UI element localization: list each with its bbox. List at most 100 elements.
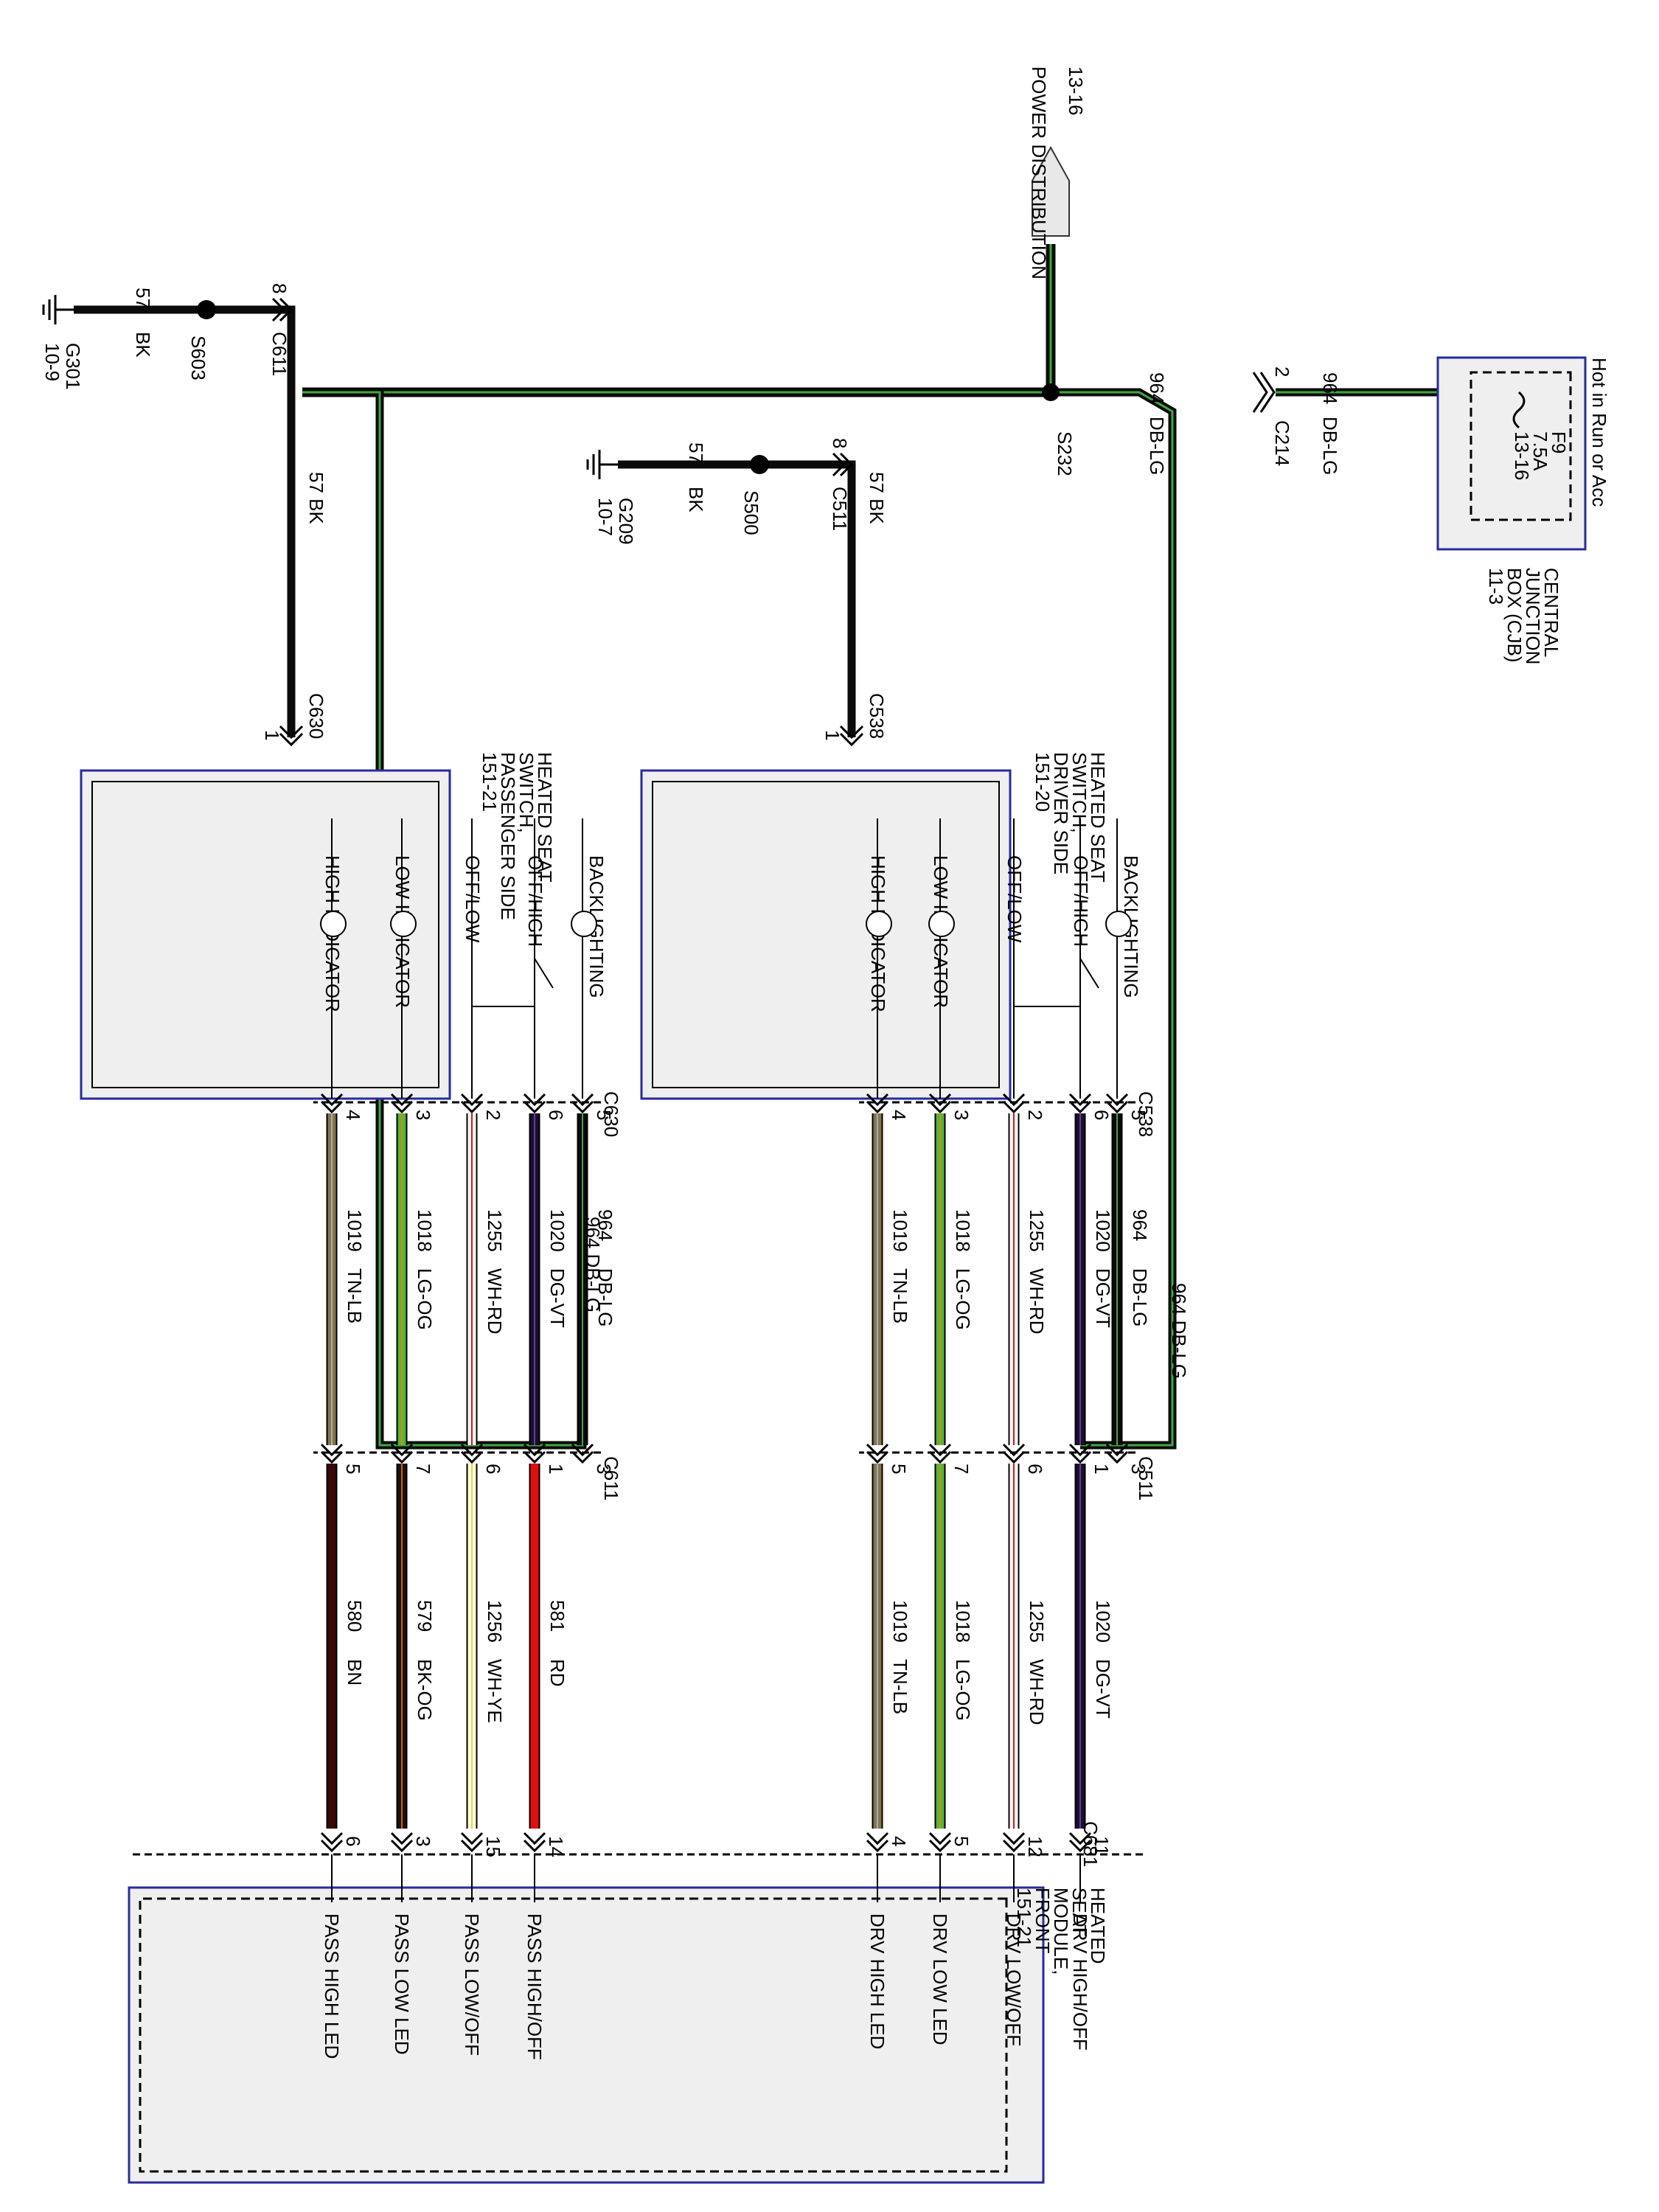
switch-harness: C630C6115964DB-LG361020DG-VT1581RD142125…	[133, 1091, 1157, 1867]
drv-wire-2-module-arrow	[1068, 1832, 1092, 1853]
drv-wire-4-ckt2: 1018	[952, 1600, 974, 1643]
drv-wire-4-module-pin: 5	[950, 1836, 973, 1846]
drv-switch-contact-icon	[1013, 958, 1099, 1007]
pass-wire-1-mid-arrow	[571, 1443, 594, 1464]
pass-switch-title-3: PASSENGER SIDE	[497, 752, 519, 920]
pass-switch-contact-icon	[471, 958, 554, 1007]
drv-wire-3-mid-arrow	[1002, 1443, 1026, 1464]
pass-switch: HEATED SEAT SWITCH, PASSENGER SIDE 151-2…	[80, 752, 608, 1100]
c538-top-connector	[839, 725, 864, 747]
module-pin-label-6: PASS LOW/OFF	[461, 1913, 483, 2056]
pass-switch-title-1: HEATED SEAT	[534, 752, 556, 883]
drv-wire-5-ckt1: 1019	[889, 1209, 911, 1252]
pass-wire-1-color1: DB-LG	[594, 1268, 616, 1326]
drv-wire-1-mid-arrow	[1105, 1443, 1129, 1464]
drv-wire-3-switch-arrow	[1002, 1093, 1026, 1114]
pass-wire-5-mid-arrow	[320, 1443, 344, 1464]
pass-wire-3-ckt2: 1256	[484, 1600, 506, 1643]
module-pin-label-4: DRV HIGH LED	[866, 1913, 888, 2049]
drv-wire-4-ckt1: 1018	[952, 1209, 974, 1252]
drv-switch: HEATED SEAT SWITCH, DRIVER SIDE 151-20 B…	[640, 752, 1142, 1100]
s603-label: S603	[187, 335, 209, 380]
pass-wire-5-module-arrow	[320, 1832, 344, 1853]
drv-wire-3-ckt1: 1255	[1026, 1209, 1048, 1252]
drv-indicator-1-icon	[1105, 911, 1132, 937]
drv-module-conn-label: C681	[1079, 1821, 1102, 1867]
drv-wire-2-ckt2: 1020	[1092, 1600, 1114, 1643]
pass-wire-2-mid-arrow	[523, 1443, 546, 1464]
pass-wire-4-switch-arrow	[390, 1093, 414, 1114]
pass-wire-2-switch-arrow	[523, 1093, 546, 1114]
c630-top-pin: 1	[261, 730, 283, 740]
drv-wire-2-module-pin: 11	[1091, 1836, 1113, 1856]
gnd-pass-circuit: 57	[132, 288, 154, 309]
module-pin-label-2: DRV LOW/OFF	[1003, 1913, 1025, 2046]
drv-wire-2-mid-arrow	[1068, 1443, 1092, 1464]
pass-ground: 57 BK G301 10-9 S603 C611 8 57 BK C630 1	[41, 283, 327, 747]
fuse-icon	[1512, 391, 1526, 429]
pass-wire-4-color1: LG-OG	[414, 1268, 436, 1330]
feed-right-color: DB-LG	[1146, 417, 1168, 475]
drv-wire-5-mid-pin: 5	[888, 1464, 910, 1474]
pass-wire-3-ckt1: 1255	[484, 1209, 506, 1252]
drv-wire-5-color1: TN-LB	[889, 1268, 911, 1324]
drv-wire-5-module-pin: 4	[888, 1836, 910, 1846]
power-distribution-page: 13-16	[1065, 66, 1087, 116]
pass-wire-5-ckt2: 580	[344, 1600, 366, 1632]
module-pin-label-1: DRV HIGH/OFF	[1069, 1913, 1091, 2051]
fuse-page: 13-16	[1511, 431, 1533, 481]
s500-label: S500	[740, 490, 762, 535]
drv-switch-conn-label: C538	[1135, 1091, 1157, 1137]
pass-wire-1-mid-pin: 3	[593, 1464, 615, 1474]
c511-ground-pin: 8	[829, 438, 851, 448]
fuse-rating: 7.5A	[1529, 431, 1551, 471]
pass-wire-5-mid-pin: 5	[342, 1464, 364, 1474]
g301-page: 10-9	[41, 343, 63, 381]
c214-connector: C214 2	[1246, 366, 1293, 466]
cjb-box: F9 7.5A 13-16 Hot in Run or Acc CENTRAL …	[1436, 356, 1610, 664]
pass-wire-4-mid-pin: 7	[412, 1464, 434, 1474]
drv-switch-title-4: 151-20	[1032, 752, 1054, 812]
module-pin-label-8: PASS HIGH LED	[321, 1913, 343, 2059]
gnd-drv-color: BK	[685, 487, 707, 512]
pass-switch-frame	[80, 769, 451, 1100]
drv-wire-4-module-arrow	[928, 1832, 952, 1853]
drv-mid-conn-label: C511	[1135, 1456, 1157, 1500]
drv-wire-1-switch-arrow	[1105, 1093, 1129, 1114]
drv-ground: 57 BK G209 10-7 S500 C511 8 57 BK C538 1	[586, 438, 888, 747]
pass-wire-5-switch-pin: 4	[342, 1110, 364, 1120]
c214-label: C214	[1271, 420, 1293, 466]
pass-wire-5-color1: TN-LB	[344, 1268, 366, 1324]
drv-wire-5-switch-pin: 4	[888, 1110, 910, 1120]
drv-switch-title-3: DRIVER SIDE	[1050, 752, 1072, 874]
cjb-hot-label: Hot in Run or Acc	[1588, 358, 1610, 507]
pass-wire-5-switch-arrow	[320, 1093, 344, 1114]
drv-wire-2-color2: DG-VT	[1092, 1659, 1114, 1719]
pass-switch-title-4: 151-21	[479, 752, 501, 812]
power-distribution-connector	[1032, 145, 1070, 237]
drv-wire-3-color1: WH-RD	[1026, 1268, 1048, 1335]
pass-switch-internals: BACKLIGHTINGOFF/HIGHOFF/LOWLOW INDICATOR…	[320, 818, 608, 1099]
feed-cjb-circuit: 964	[1319, 372, 1341, 404]
drv-switch-frame	[640, 769, 1012, 1100]
pass-wire-3-mid-arrow	[460, 1443, 484, 1464]
drv-wire-4-mid-pin: 7	[950, 1464, 973, 1474]
drv-wire-2-ckt1: 1020	[1092, 1209, 1114, 1252]
pass-switch-conn-label: C630	[600, 1091, 622, 1137]
cjb-title-4: 11-3	[1485, 568, 1507, 605]
cjb-title-1: CENTRAL	[1540, 568, 1562, 657]
splice-s603	[197, 300, 216, 319]
pass-wire-4-color2: BK-OG	[414, 1659, 436, 1721]
drv-wire-3-switch-pin: 2	[1024, 1110, 1046, 1120]
pass-indicator-4-icon	[390, 911, 417, 937]
pass-wire-5-color2: BN	[344, 1659, 366, 1686]
drv-wire-3-module-arrow	[1002, 1832, 1026, 1853]
drv-indicator-5-icon	[866, 911, 892, 937]
pass-indicator-5-icon	[320, 911, 347, 937]
pass-wire-3-switch-pin: 2	[482, 1110, 504, 1120]
module-title-5: 151-21	[1013, 1888, 1035, 1947]
pass-indicator-1-icon	[571, 911, 597, 937]
